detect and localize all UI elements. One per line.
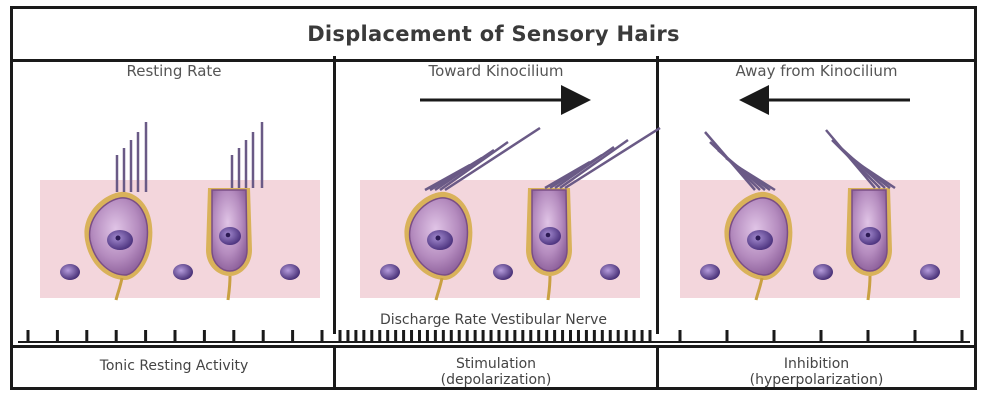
panel-away-illustration bbox=[680, 100, 960, 300]
spike-train bbox=[28, 330, 962, 342]
panel-resting-illustration bbox=[40, 122, 320, 300]
toward-hair-bundle-right bbox=[545, 128, 660, 188]
bottom-rule bbox=[13, 345, 974, 348]
resting-hair-bundle-right bbox=[232, 122, 262, 188]
panel-label-resting: Resting Rate bbox=[15, 62, 333, 80]
away-hair-bundle-right bbox=[826, 130, 895, 188]
panel-divider-1 bbox=[333, 56, 336, 334]
panel-label-away: Away from Kinocilium bbox=[659, 62, 974, 80]
panel-toward-illustration bbox=[360, 100, 660, 300]
bottom-label-resting: Tonic Resting Activity bbox=[15, 358, 333, 374]
nerve-label: Discharge Rate Vestibular Nerve bbox=[0, 312, 987, 328]
bottom-label-stimulation: Stimulation (depolarization) bbox=[336, 356, 656, 388]
panel-label-toward: Toward Kinocilium bbox=[336, 62, 656, 80]
bottom-label-inhibition: Inhibition (hyperpolarization) bbox=[659, 356, 974, 388]
panel-divider-2 bbox=[656, 56, 659, 334]
